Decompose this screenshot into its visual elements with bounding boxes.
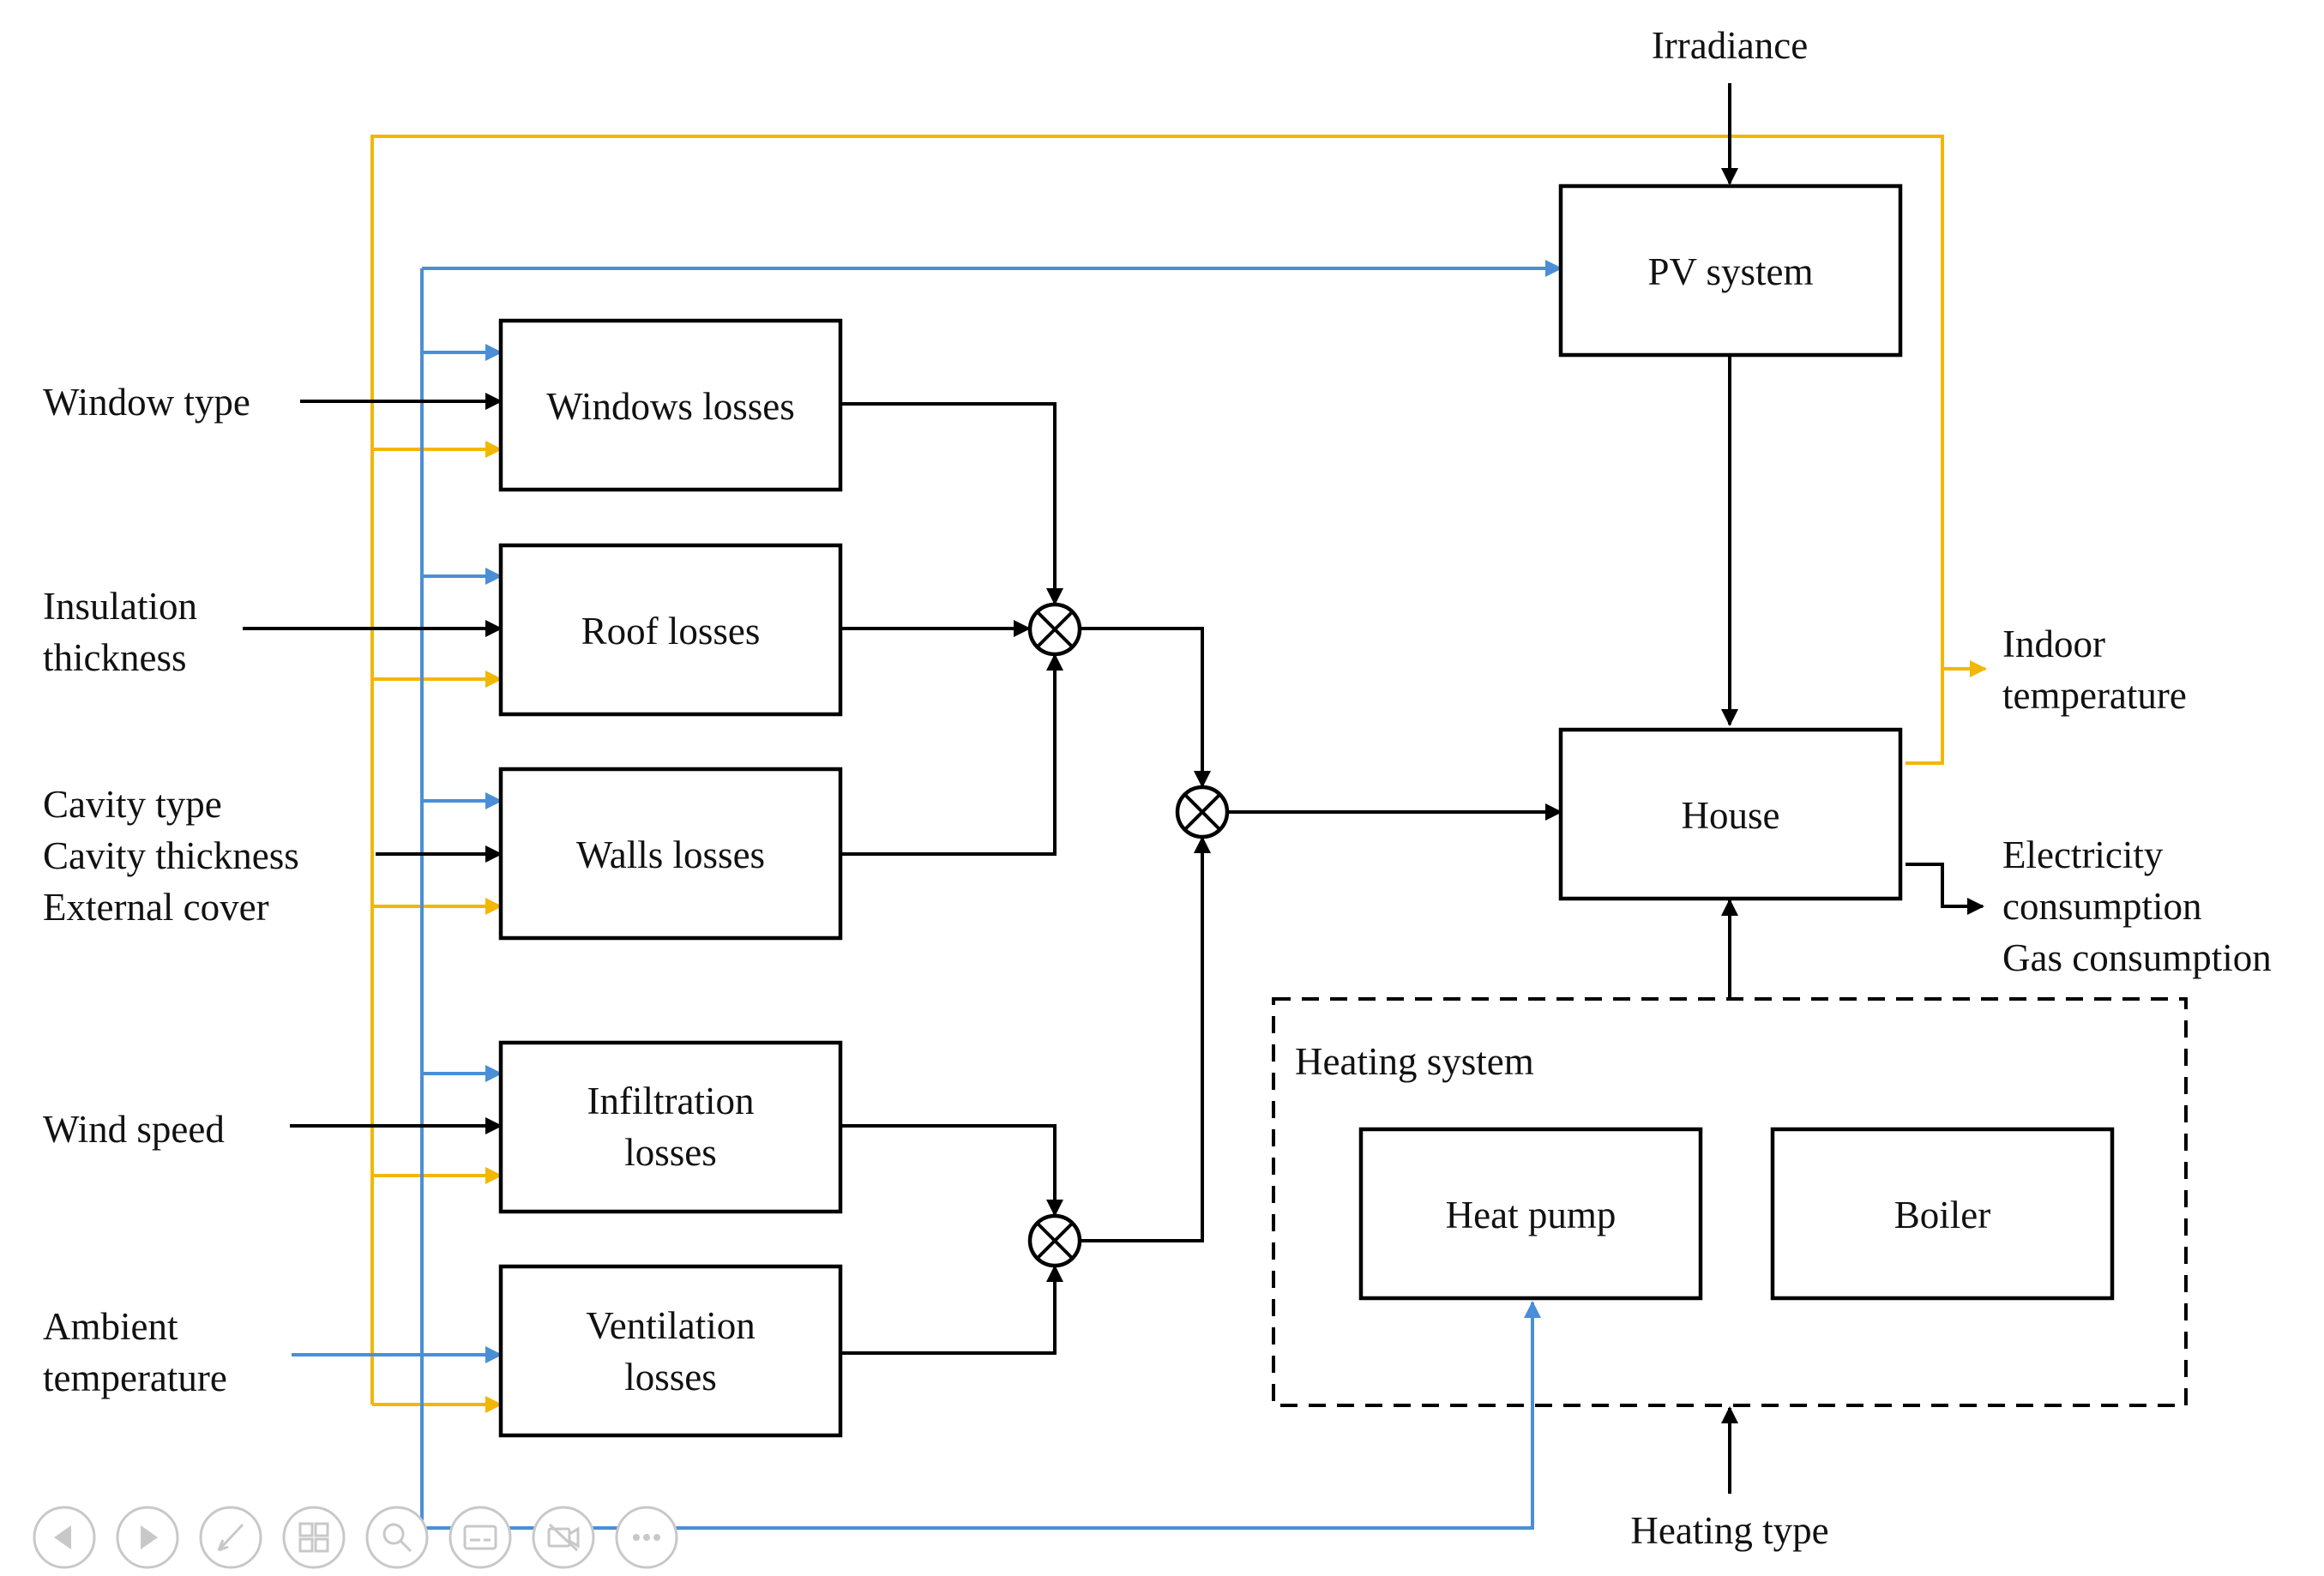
subtitles-icon[interactable] (449, 1506, 512, 1569)
insulation-label-line2: thickness (43, 636, 186, 679)
slideshow-toolbar (33, 1506, 678, 1569)
roof-losses-block: Roof losses (498, 543, 843, 717)
windows-losses-block: Windows losses (498, 318, 843, 492)
heating-system-group: Heating system Heat pump Boiler (1272, 997, 2188, 1407)
boiler-label: Boiler (1894, 1194, 1990, 1236)
infiltration-losses-label-line1: Infiltration (587, 1080, 755, 1122)
heating-type-label: Heating type (1630, 1509, 1828, 1552)
windows-losses-label: Windows losses (546, 385, 794, 428)
walls-losses-block: Walls losses (498, 767, 843, 941)
heat-pump-label: Heat pump (1446, 1194, 1617, 1236)
slides-icon[interactable] (282, 1506, 346, 1569)
zoom-icon[interactable] (365, 1506, 429, 1569)
walls-losses-label: Walls losses (576, 833, 765, 876)
infiltration-losses-label-line2: losses (624, 1131, 717, 1174)
next-icon[interactable] (116, 1506, 179, 1569)
signal-lines (243, 83, 1984, 1494)
arrow-sum1-to-sum2 (1081, 627, 1211, 788)
pen-icon[interactable] (199, 1506, 262, 1569)
ventilation-losses-block: Ventilation losses (498, 1264, 843, 1438)
cavity-type-label: Cavity type (43, 783, 222, 826)
summing-junction-3 (1027, 1213, 1082, 1268)
heat-pump-block: Heat pump (1358, 1127, 1703, 1301)
window-type-label: Window type (43, 381, 250, 424)
yellow-loop-line (370, 135, 1944, 1405)
irradiance-label: Irradiance (1652, 24, 1808, 67)
ventilation-losses-label-line1: Ventilation (586, 1304, 755, 1347)
external-cover-label: External cover (43, 886, 269, 929)
heating-system-label: Heating system (1295, 1040, 1534, 1083)
roof-losses-label: Roof losses (581, 610, 761, 653)
ambient-temperature-lines (292, 260, 1562, 1530)
arrow-infiltration-to-sum3 (840, 1124, 1063, 1217)
ventilation-losses-label-line2: losses (624, 1356, 717, 1399)
pv-system-label: PV system (1648, 250, 1814, 293)
ambient-label-line2: temperature (43, 1356, 227, 1399)
previous-icon[interactable] (33, 1506, 96, 1569)
more-icon[interactable] (615, 1506, 678, 1569)
cavity-thickness-label: Cavity thickness (43, 834, 299, 877)
pv-system-block: PV system (1558, 183, 1903, 358)
boiler-block: Boiler (1770, 1127, 2115, 1301)
arrow-walls-to-sum1 (840, 653, 1063, 856)
blue-bus-line (420, 268, 1541, 1530)
ambient-label-line1: Ambient (43, 1305, 178, 1348)
infiltration-losses-block: Infiltration losses (498, 1040, 843, 1214)
consumption-label: consumption (2002, 885, 2202, 928)
indoor-temperature-label-line1: Indoor (2002, 623, 2105, 665)
arrow-sum3-to-sum2 (1081, 836, 1211, 1242)
insulation-label-line1: Insulation (43, 585, 197, 628)
wind-speed-label: Wind speed (43, 1108, 225, 1151)
house-label: House (1682, 794, 1780, 837)
summing-junction-2 (1175, 785, 1230, 839)
summing-junction-1 (1027, 602, 1082, 657)
gas-consumption-label: Gas consumption (2002, 936, 2272, 979)
electricity-label: Electricity (2002, 833, 2164, 876)
indoor-temperature-feedback-lines (370, 135, 1987, 1413)
arrow-ventilation-to-sum3 (840, 1265, 1063, 1355)
arrow-house-to-consumption (1906, 863, 1984, 915)
indoor-temperature-label-line2: temperature (2002, 674, 2187, 717)
camera-off-icon[interactable] (532, 1506, 595, 1569)
house-block: House (1558, 727, 1903, 901)
arrow-windows-to-sum1 (840, 402, 1063, 605)
